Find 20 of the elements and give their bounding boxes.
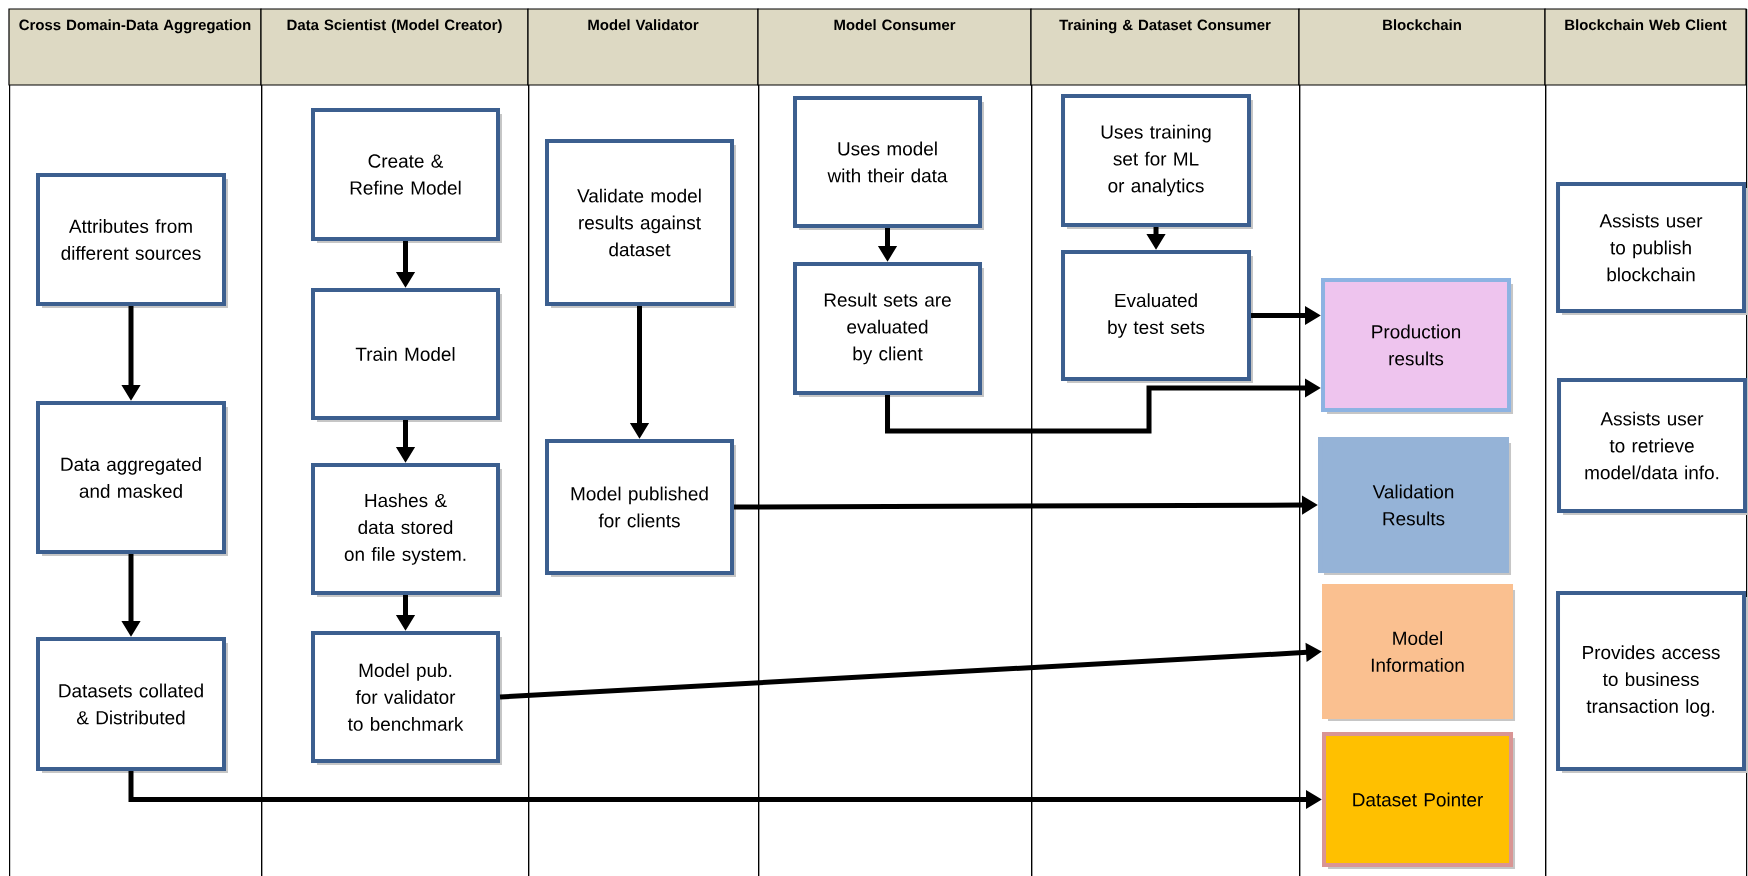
process-box: Hashes & data stored on file system.: [311, 463, 502, 597]
process-box: Uses model with their data: [793, 96, 984, 230]
process-box: Result sets are evaluated by client: [793, 262, 984, 397]
process-box: Data aggregated and masked: [36, 401, 228, 556]
process-box: Create & Refine Model: [311, 108, 502, 243]
process-box: Dataset Pointer: [1322, 732, 1515, 869]
process-box: Model pub. for validator to benchmark: [311, 631, 502, 765]
process-box: Evaluated by test sets: [1061, 250, 1253, 383]
process-box: Assists user to retrieve model/data info.: [1557, 378, 1748, 515]
process-box: Validation Results: [1318, 437, 1511, 575]
process-box: Provides access to business transaction log.: [1556, 591, 1748, 773]
process-box: Assists user to publish blockchain: [1556, 182, 1748, 315]
process-box: Uses training set for ML or analytics: [1061, 94, 1253, 229]
process-box: Train Model: [311, 288, 502, 422]
process-box: Validate model results against dataset: [545, 139, 736, 308]
process-box: Model published for clients: [545, 439, 736, 577]
process-box: Production results: [1321, 278, 1513, 414]
process-box: Datasets collated & Distributed: [36, 637, 228, 773]
process-box: Model Information: [1322, 584, 1515, 721]
process-box: Attributes from different sources: [36, 173, 228, 308]
